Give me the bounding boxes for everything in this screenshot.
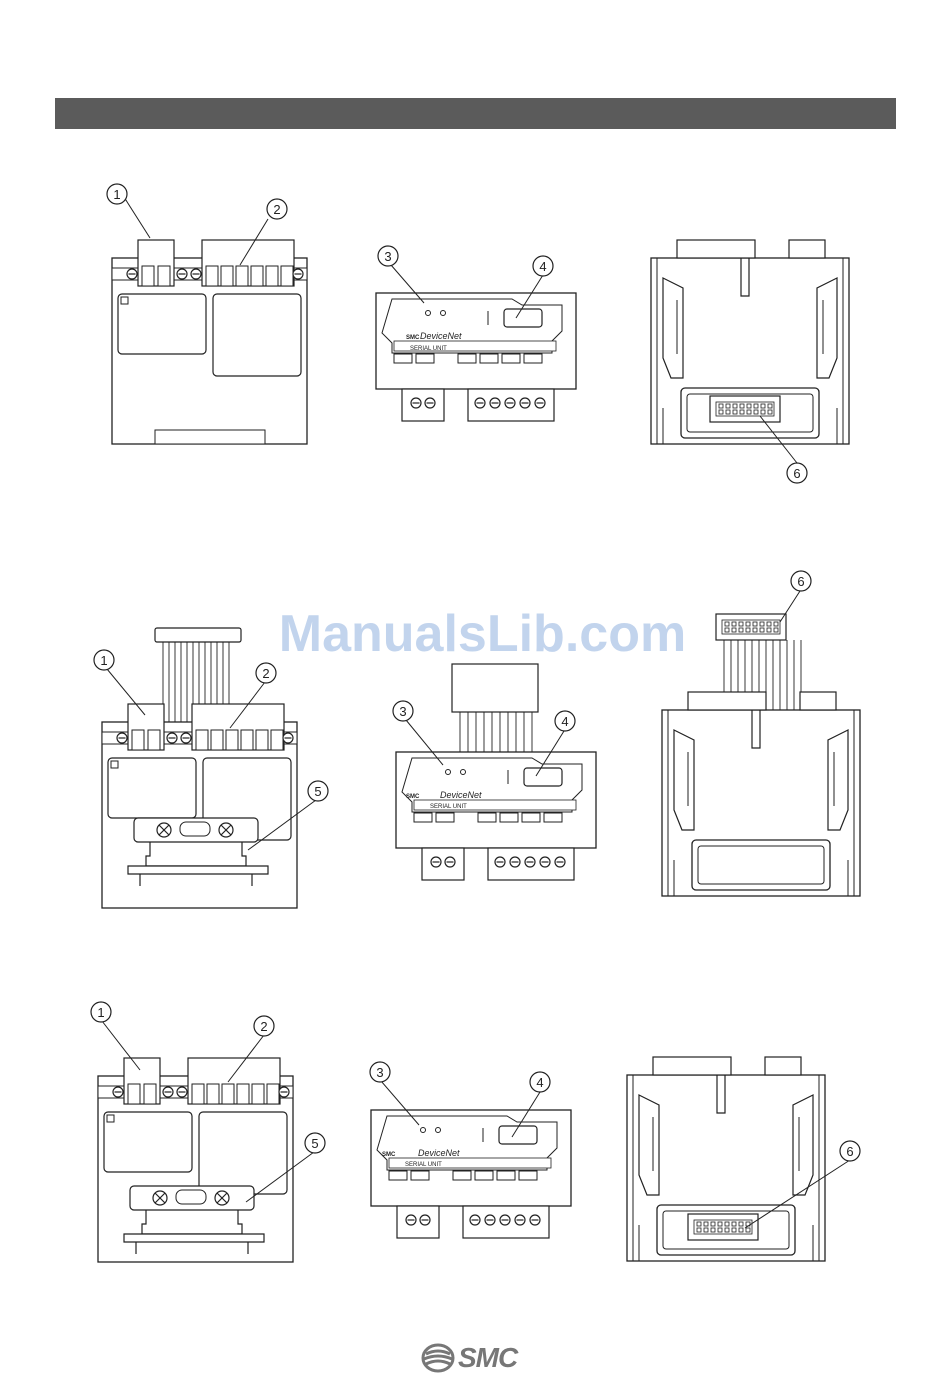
callout-3-row1: 3 bbox=[378, 246, 398, 266]
callout-4-row3: 4 bbox=[530, 1072, 550, 1092]
row1-front-unit bbox=[112, 186, 307, 444]
callout-3-row2: 3 bbox=[393, 701, 413, 721]
callout-6-row1: 6 bbox=[787, 463, 807, 483]
unit-label: SERIAL UNIT bbox=[430, 804, 467, 810]
callout-6-row3: 6 bbox=[840, 1141, 860, 1161]
svg-text:3: 3 bbox=[384, 249, 391, 264]
row3-middle-unit: SMC DeviceNet SERIAL UNIT bbox=[371, 1081, 571, 1238]
row3-front-unit bbox=[98, 1021, 314, 1262]
svg-text:3: 3 bbox=[376, 1065, 383, 1080]
svg-text:4: 4 bbox=[536, 1075, 543, 1090]
svg-text:1: 1 bbox=[100, 653, 107, 668]
svg-text:1: 1 bbox=[97, 1005, 104, 1020]
callout-1-row2: 1 bbox=[94, 650, 114, 670]
row2-middle-unit: SMC DeviceNet SERIAL UNIT bbox=[396, 664, 596, 880]
network-label: DeviceNet bbox=[418, 1148, 460, 1158]
callout-5-row3: 5 bbox=[305, 1133, 325, 1153]
row2-back-unit bbox=[662, 591, 860, 896]
callout-3-row3: 3 bbox=[370, 1062, 390, 1082]
svg-text:1: 1 bbox=[113, 187, 120, 202]
svg-text:5: 5 bbox=[314, 784, 321, 799]
brand-label: SMC bbox=[382, 1152, 396, 1158]
svg-text:4: 4 bbox=[561, 714, 568, 729]
unit-label: SERIAL UNIT bbox=[410, 346, 447, 352]
svg-text:2: 2 bbox=[260, 1019, 267, 1034]
network-label: DeviceNet bbox=[420, 331, 462, 341]
callout-1-row1: 1 bbox=[107, 184, 127, 204]
svg-text:2: 2 bbox=[262, 666, 269, 681]
svg-text:3: 3 bbox=[399, 704, 406, 719]
brand-label: SMC bbox=[406, 794, 420, 800]
unit-label: SERIAL UNIT bbox=[405, 1162, 442, 1168]
callout-4-row2: 4 bbox=[555, 711, 575, 731]
callout-4-row1: 4 bbox=[533, 256, 553, 276]
row1-middle-unit: SMC DeviceNet SERIAL UNIT bbox=[376, 265, 576, 421]
row3-back-unit bbox=[627, 1057, 850, 1261]
callout-2-row2: 2 bbox=[256, 663, 276, 683]
network-label: DeviceNet bbox=[440, 790, 482, 800]
brand-label: SMC bbox=[406, 335, 420, 341]
row2-front-unit bbox=[102, 628, 316, 908]
svg-text:6: 6 bbox=[793, 466, 800, 481]
svg-text:6: 6 bbox=[846, 1144, 853, 1159]
svg-text:6: 6 bbox=[797, 574, 804, 589]
callout-2-row3: 2 bbox=[254, 1016, 274, 1036]
callout-6-row2: 6 bbox=[791, 571, 811, 591]
callout-1-row3: 1 bbox=[91, 1002, 111, 1022]
callout-2-row1: 2 bbox=[267, 199, 287, 219]
row1-back-unit bbox=[651, 240, 849, 463]
callout-5-row2: 5 bbox=[308, 781, 328, 801]
svg-text:2: 2 bbox=[273, 202, 280, 217]
svg-text:5: 5 bbox=[311, 1136, 318, 1151]
footer-logo-text: SMC bbox=[458, 1342, 517, 1374]
svg-text:4: 4 bbox=[539, 259, 546, 274]
